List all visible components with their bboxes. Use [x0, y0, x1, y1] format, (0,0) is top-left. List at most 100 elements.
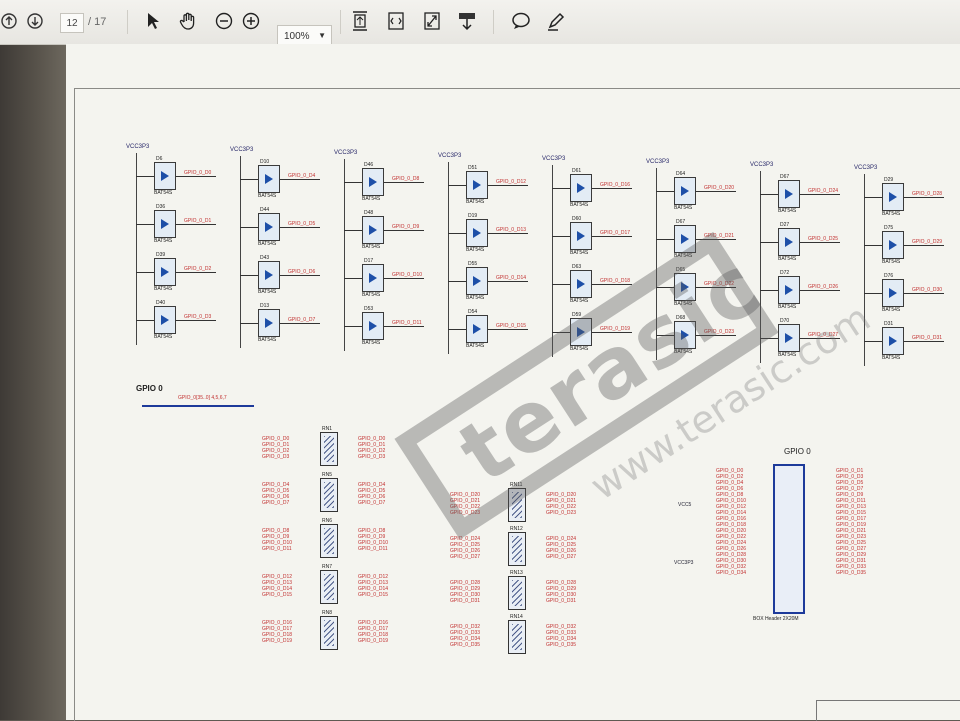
diode-ref: D68	[676, 315, 686, 321]
wire	[344, 326, 362, 327]
wire	[656, 287, 674, 288]
diode-symbol	[466, 171, 488, 199]
rpack-input-labels: GPIO_0_D16 GPIO_0_D17 GPIO_0_D18 GPIO_0_…	[262, 620, 293, 644]
diode-part: BAT54S	[778, 304, 797, 310]
diode-symbol	[570, 222, 592, 250]
fit-width-icon	[388, 12, 404, 30]
wire	[176, 224, 216, 225]
rpack-ref: RN5	[322, 472, 333, 478]
wire	[760, 242, 778, 243]
wire	[448, 233, 466, 234]
diode-part: BAT54S	[258, 193, 277, 199]
diode-part: BAT54S	[258, 337, 277, 343]
vcc-label: VCC3P3	[542, 156, 566, 162]
diode-symbol	[258, 261, 280, 289]
header-caption: BOX Header 2X20M	[753, 616, 799, 622]
wire	[656, 191, 674, 192]
diode-part: BAT54S	[154, 238, 173, 244]
page-current: 12	[66, 17, 78, 29]
diode-part: BAT54S	[570, 346, 589, 352]
rpack-input-labels: GPIO_0_D24 GPIO_0_D25 GPIO_0_D26 GPIO_0_…	[450, 536, 481, 560]
wire	[448, 281, 466, 282]
diode-ref: D44	[260, 207, 270, 213]
resistor-pack	[320, 524, 338, 558]
diode-ref: D51	[468, 165, 478, 171]
select-tool-button[interactable]	[143, 9, 163, 33]
diode-part: BAT54S	[882, 211, 901, 217]
diode-symbol	[882, 231, 904, 259]
diode-symbol	[778, 324, 800, 352]
net-label: GPIO_0_D9	[392, 224, 420, 230]
power-rail	[760, 171, 761, 363]
fit-width-button[interactable]	[386, 9, 406, 33]
diode-part: BAT54S	[778, 208, 797, 214]
diode-ref: D75	[884, 225, 894, 231]
wire	[344, 230, 362, 231]
next-page-button[interactable]	[26, 9, 44, 33]
diode-symbol	[362, 168, 384, 196]
wire	[488, 185, 528, 186]
download-button[interactable]	[456, 9, 478, 33]
fullscreen-button[interactable]	[422, 9, 442, 33]
power-rail	[864, 174, 865, 366]
diode-symbol	[778, 180, 800, 208]
diode-part: BAT54S	[258, 289, 277, 295]
net-label: GPIO_0_D26	[808, 284, 839, 290]
zoom-in-button[interactable]	[241, 9, 261, 33]
diode-part: BAT54S	[362, 292, 381, 298]
wire	[760, 290, 778, 291]
diode-part: BAT54S	[570, 202, 589, 208]
wire	[176, 272, 216, 273]
power-rail	[136, 153, 137, 345]
diode-ref: D43	[260, 255, 270, 261]
diode-ref: D6	[156, 156, 163, 162]
rpack-input-labels: GPIO_0_D4 GPIO_0_D5 GPIO_0_D6 GPIO_0_D7	[262, 482, 290, 506]
diode-part: BAT54S	[570, 250, 589, 256]
select-cursor-icon	[148, 13, 159, 29]
zoom-out-button[interactable]	[214, 9, 234, 33]
wire	[760, 194, 778, 195]
highlight-button[interactable]	[545, 9, 567, 33]
wire	[344, 182, 362, 183]
rpack-input-labels: GPIO_0_D20 GPIO_0_D21 GPIO_0_D22 GPIO_0_…	[450, 492, 481, 516]
diode-part: BAT54S	[362, 244, 381, 250]
diode-symbol	[466, 315, 488, 343]
bus-title: GPIO 0	[136, 384, 163, 393]
wire	[592, 284, 632, 285]
previous-page-button[interactable]	[0, 9, 18, 33]
fit-page-button[interactable]	[350, 9, 370, 33]
diode-symbol	[674, 225, 696, 253]
fit-page-icon	[353, 11, 367, 31]
wire	[448, 185, 466, 186]
wire	[592, 332, 632, 333]
rpack-input-labels: GPIO_0_D0 GPIO_0_D1 GPIO_0_D2 GPIO_0_D3	[262, 436, 290, 460]
diode-symbol	[570, 318, 592, 346]
diode-symbol	[882, 327, 904, 355]
page-number-input[interactable]: 12	[60, 13, 84, 33]
diode-symbol	[154, 210, 176, 238]
wire	[176, 320, 216, 321]
diode-part: BAT54S	[466, 343, 485, 349]
diode-ref: D13	[260, 303, 270, 309]
diode-ref: D70	[780, 318, 790, 324]
wire	[384, 326, 424, 327]
rpack-output-labels: GPIO_0_D8 GPIO_0_D9 GPIO_0_D10 GPIO_0_D1…	[358, 528, 389, 552]
diode-part: BAT54S	[674, 253, 693, 259]
rpack-output-labels: GPIO_0_D0 GPIO_0_D1 GPIO_0_D2 GPIO_0_D3	[358, 436, 386, 460]
diode-part: BAT54S	[570, 298, 589, 304]
hand-tool-button[interactable]	[177, 9, 199, 33]
rpack-output-labels: GPIO_0_D20 GPIO_0_D21 GPIO_0_D22 GPIO_0_…	[546, 492, 577, 516]
comment-button[interactable]	[510, 9, 532, 33]
diode-symbol	[258, 165, 280, 193]
diode-part: BAT54S	[466, 295, 485, 301]
diode-part: BAT54S	[674, 205, 693, 211]
net-label: GPIO_0_D24	[808, 188, 839, 194]
page-total: / 17	[88, 16, 107, 28]
net-label: GPIO_0_D30	[912, 287, 943, 293]
net-label: GPIO_0_D18	[600, 278, 631, 284]
wire	[592, 188, 632, 189]
rpack-ref: RN12	[510, 526, 523, 532]
diode-ref: D55	[468, 261, 478, 267]
wire	[280, 323, 320, 324]
